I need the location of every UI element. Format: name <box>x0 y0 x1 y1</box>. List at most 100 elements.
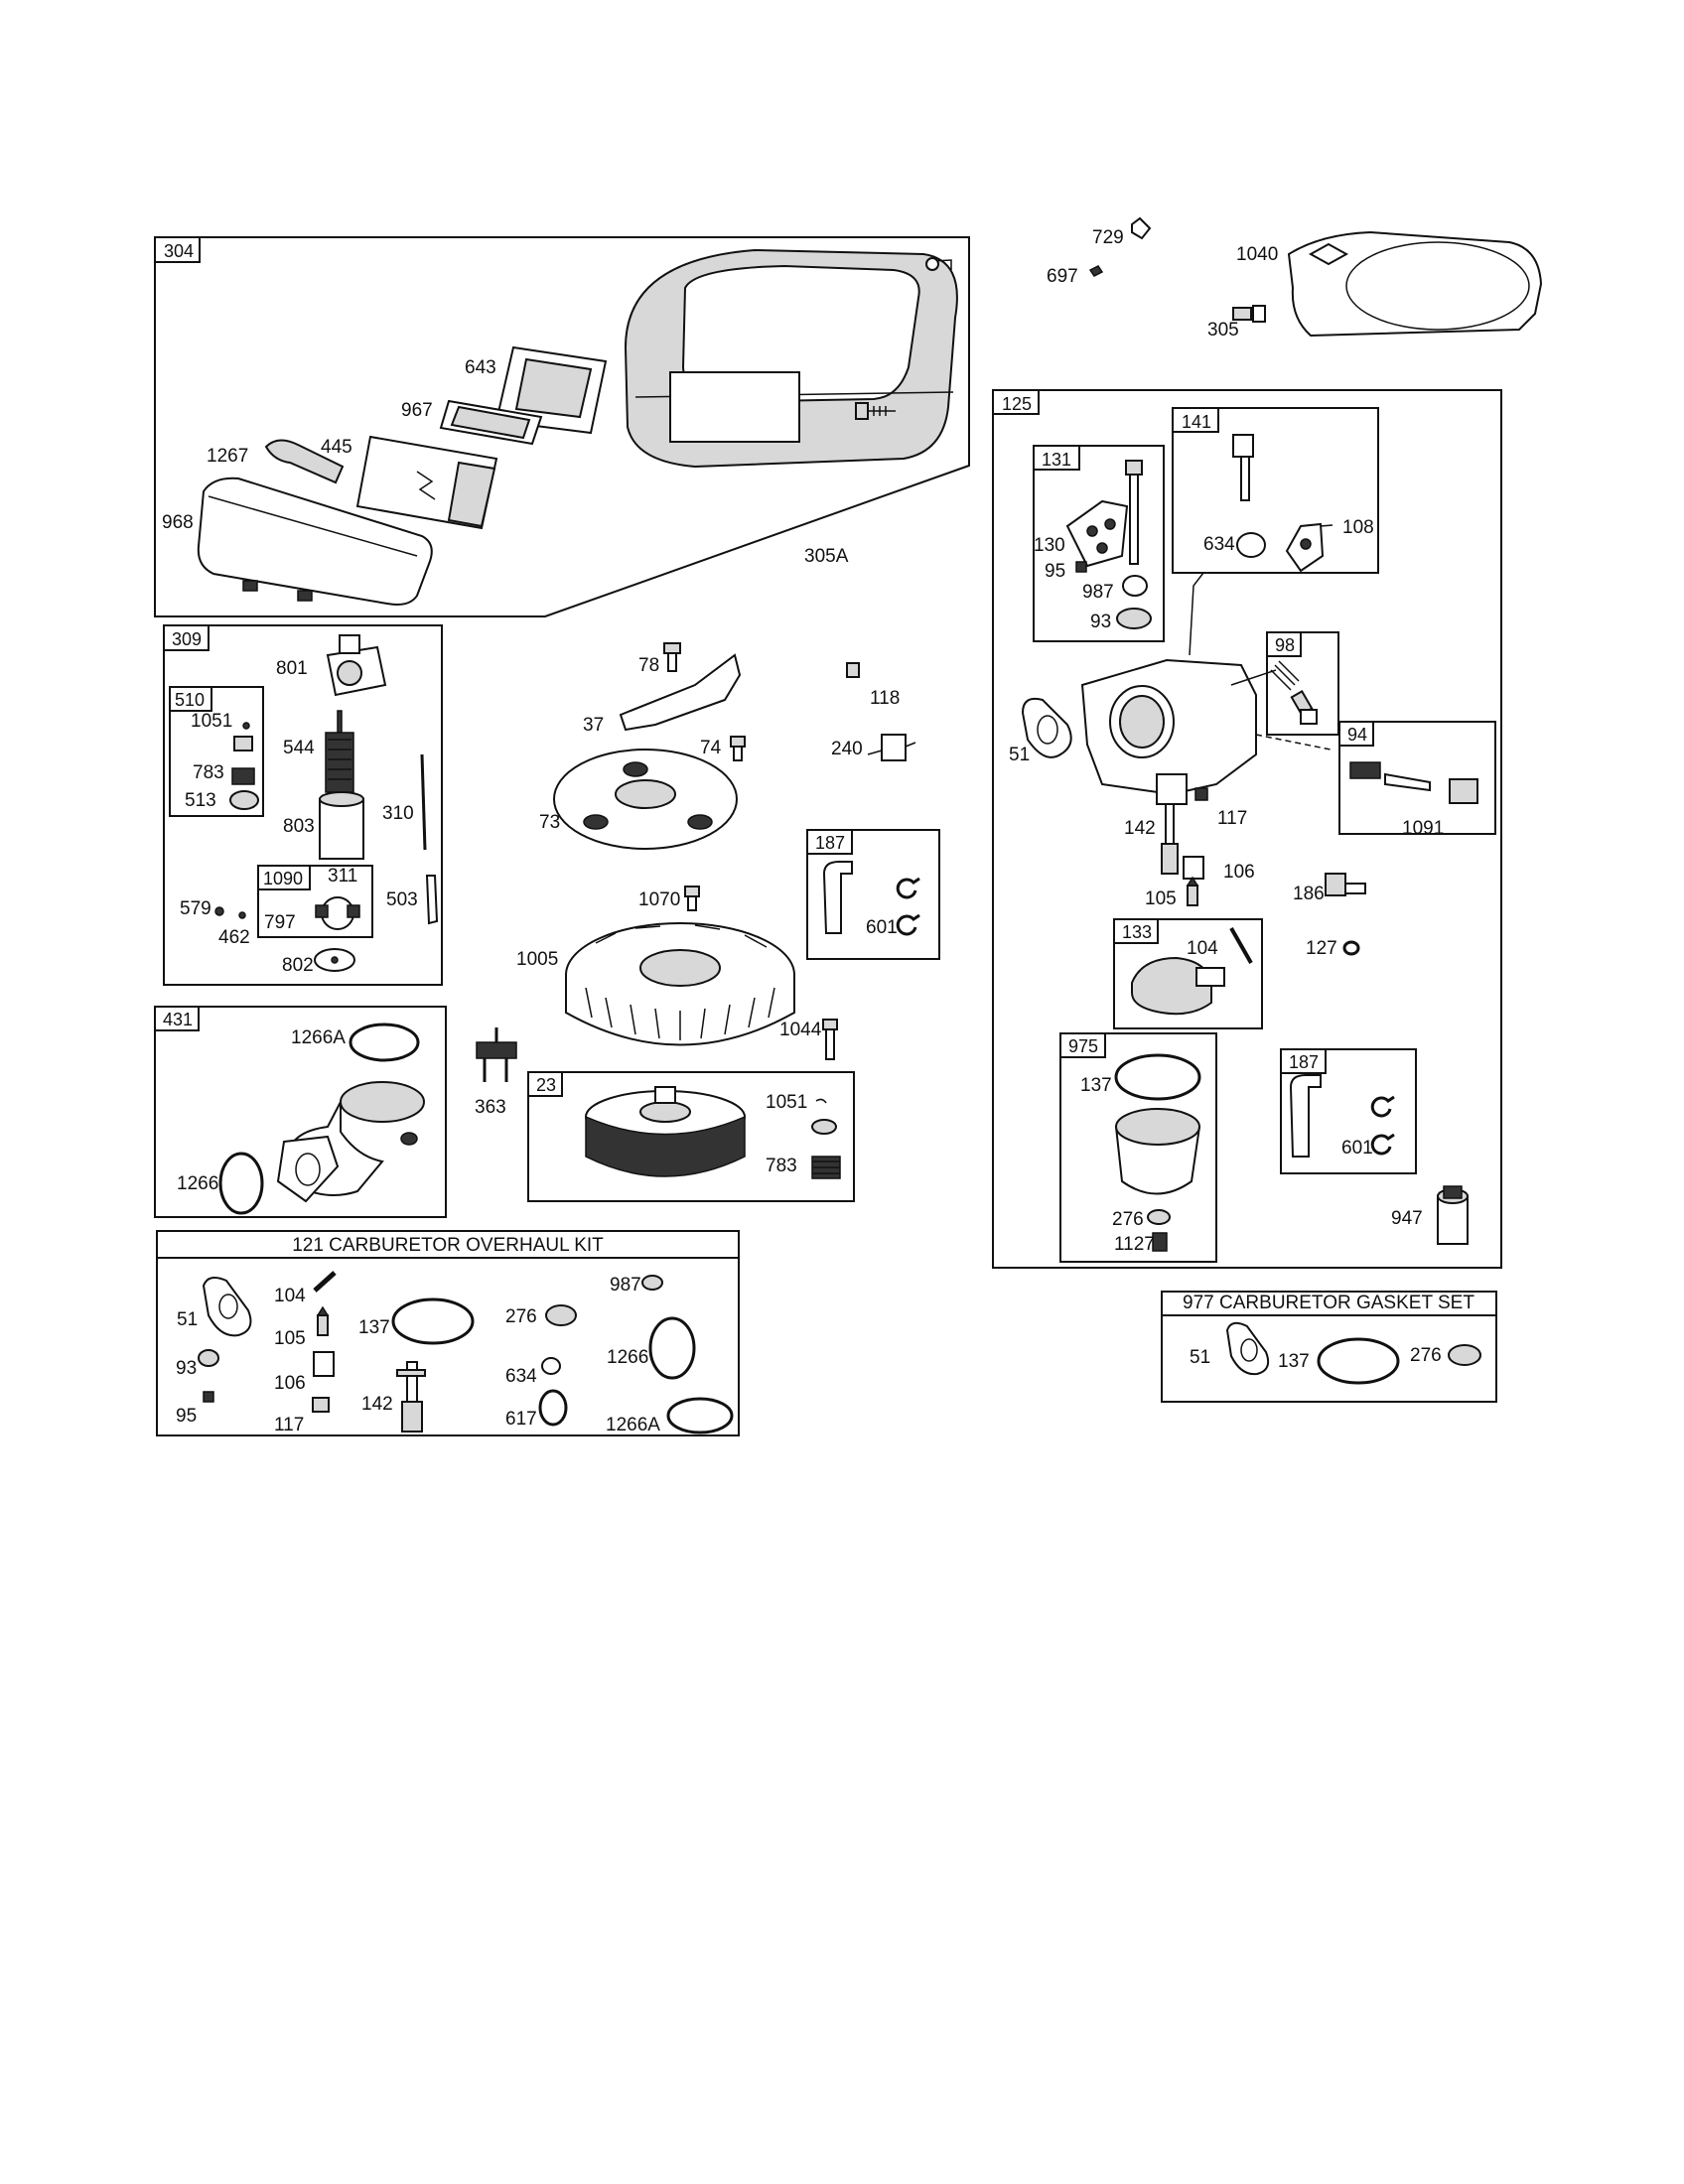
label-1091: 1091 <box>1402 818 1444 839</box>
part-601a <box>896 877 920 936</box>
set-label-137: 137 <box>1278 1351 1310 1372</box>
float-bowl <box>1114 1108 1201 1195</box>
kit-51 <box>202 1276 252 1337</box>
label-137: 137 <box>1080 1075 1112 1096</box>
kit-label-142: 142 <box>361 1394 393 1415</box>
intake-elbow <box>276 1081 425 1203</box>
group-125-carburetor: 125 131 130 95 987 93 141 <box>992 389 1502 1269</box>
part-1070 <box>684 886 700 911</box>
part-305A: 305A <box>804 402 896 567</box>
group-431-intake: 431 1266A 1266 <box>154 1006 447 1218</box>
label-74: 74 <box>700 738 722 758</box>
part-697 <box>1088 265 1104 277</box>
box-label-94: 94 <box>1347 725 1367 745</box>
part-117 <box>1194 787 1208 801</box>
label-968: 968 <box>162 512 194 533</box>
frame-431 <box>154 1006 447 1218</box>
part-1005 <box>565 922 795 1046</box>
label-305A: 305A <box>804 546 849 567</box>
part-503 <box>425 875 439 925</box>
label-311: 311 <box>328 866 357 887</box>
kit-117 <box>312 1397 330 1413</box>
part-276 <box>1147 1209 1171 1225</box>
box-label-304: 304 <box>164 241 194 261</box>
label-783b: 783 <box>766 1156 797 1176</box>
frame-187a <box>806 829 940 960</box>
part-729 <box>1131 216 1152 240</box>
label-987: 987 <box>1082 582 1114 603</box>
set-label-51: 51 <box>1190 1347 1210 1368</box>
frame-977 <box>1161 1291 1497 1403</box>
label-93: 93 <box>1090 612 1111 632</box>
part-967 <box>439 399 543 446</box>
kit-label-93: 93 <box>176 1358 197 1379</box>
set-label-276: 276 <box>1410 1345 1442 1366</box>
label-967: 967 <box>401 400 433 421</box>
part-105 <box>1186 876 1199 906</box>
label-697: 697 <box>1047 266 1078 287</box>
part-37 <box>619 653 742 732</box>
group-23-flywheel: 23 1051 783 <box>527 1071 855 1202</box>
box-label-141: 141 <box>1182 412 1211 432</box>
kit-label-95: 95 <box>176 1406 197 1427</box>
label-117: 117 <box>1217 808 1247 829</box>
part-1266A <box>349 1023 420 1062</box>
label-601b: 601 <box>1341 1138 1373 1159</box>
set-51 <box>1225 1321 1270 1376</box>
part-445 <box>355 435 498 530</box>
flywheel-part <box>585 1086 746 1177</box>
frame-309 <box>163 624 443 986</box>
label-947: 947 <box>1391 1208 1423 1229</box>
part-462 <box>238 911 246 919</box>
part-1127 <box>1152 1232 1168 1252</box>
label-305: 305 <box>1207 320 1239 341</box>
frame-187b <box>1280 1048 1417 1174</box>
part-513 <box>229 790 259 810</box>
kit-label-104: 104 <box>274 1286 306 1306</box>
frame-121 <box>156 1230 740 1436</box>
part-130 <box>1065 499 1129 568</box>
part-643 <box>494 345 608 435</box>
part-104 <box>1229 927 1253 964</box>
float-133 <box>1131 956 1225 1016</box>
label-634: 634 <box>1203 534 1235 555</box>
part-142 <box>1161 803 1179 875</box>
label-118: 118 <box>870 688 900 709</box>
kit-142 <box>396 1361 426 1433</box>
label-104: 104 <box>1187 938 1218 959</box>
part-93 <box>1116 608 1152 629</box>
part-78 <box>663 642 681 672</box>
part-968 <box>197 477 433 606</box>
part-310 <box>420 753 427 851</box>
box-label-187a: 187 <box>815 833 845 853</box>
label-544: 544 <box>283 738 315 758</box>
fuel-line-2 <box>1289 1074 1322 1158</box>
label-801: 801 <box>276 658 308 679</box>
label-601a: 601 <box>866 917 898 938</box>
part-118 <box>846 662 860 678</box>
part-947 <box>1437 1185 1469 1245</box>
part-601b <box>1370 1095 1395 1156</box>
kit-104 <box>313 1271 337 1293</box>
kit-label-276: 276 <box>505 1306 537 1327</box>
kit-105 <box>316 1305 330 1336</box>
group-309-starter: 309 510 1090 <box>163 624 443 986</box>
box-label-975: 975 <box>1068 1036 1098 1056</box>
frame-141 <box>1172 407 1379 574</box>
label-1266: 1266 <box>177 1173 218 1194</box>
part-783a <box>231 767 255 785</box>
frame-94 <box>1338 721 1496 835</box>
part-73 <box>553 749 738 850</box>
label-363: 363 <box>475 1097 506 1118</box>
box-label-431: 431 <box>163 1010 193 1029</box>
part-579 <box>214 906 224 916</box>
label-142: 142 <box>1124 818 1156 839</box>
frame-131 <box>1033 445 1165 642</box>
kit-label-634: 634 <box>505 1366 537 1387</box>
part-305 <box>1232 305 1266 323</box>
part-1051b <box>815 1098 827 1104</box>
label-1040: 1040 <box>1236 244 1278 265</box>
label-276: 276 <box>1112 1209 1144 1230</box>
part-803 <box>319 791 364 860</box>
label-106: 106 <box>1223 862 1255 883</box>
